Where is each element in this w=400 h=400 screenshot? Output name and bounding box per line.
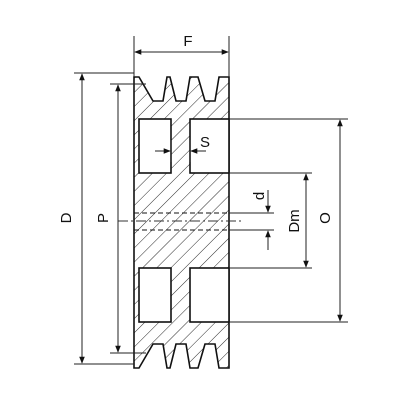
label-d: D — [58, 212, 75, 223]
dimension-p: P — [95, 83, 146, 354]
lower-left-hole — [138, 267, 172, 323]
dimension-f: F — [133, 33, 230, 77]
label-f: F — [183, 33, 192, 50]
label-dm: Dm — [286, 209, 303, 232]
label-bore: d — [251, 192, 268, 200]
dimension-bore: d — [229, 190, 274, 250]
dimension-dm: Dm — [229, 172, 312, 269]
dimension-o: O — [229, 118, 348, 323]
dimension-s: S — [155, 134, 210, 162]
label-o: O — [317, 212, 334, 224]
lower-right-hole — [189, 267, 230, 323]
pulley-section — [118, 76, 244, 369]
label-s: S — [200, 134, 210, 151]
upper-left-hole — [138, 118, 172, 174]
upper-right-hole — [189, 118, 230, 174]
dimension-d: D — [58, 72, 134, 365]
label-p: P — [95, 213, 112, 223]
